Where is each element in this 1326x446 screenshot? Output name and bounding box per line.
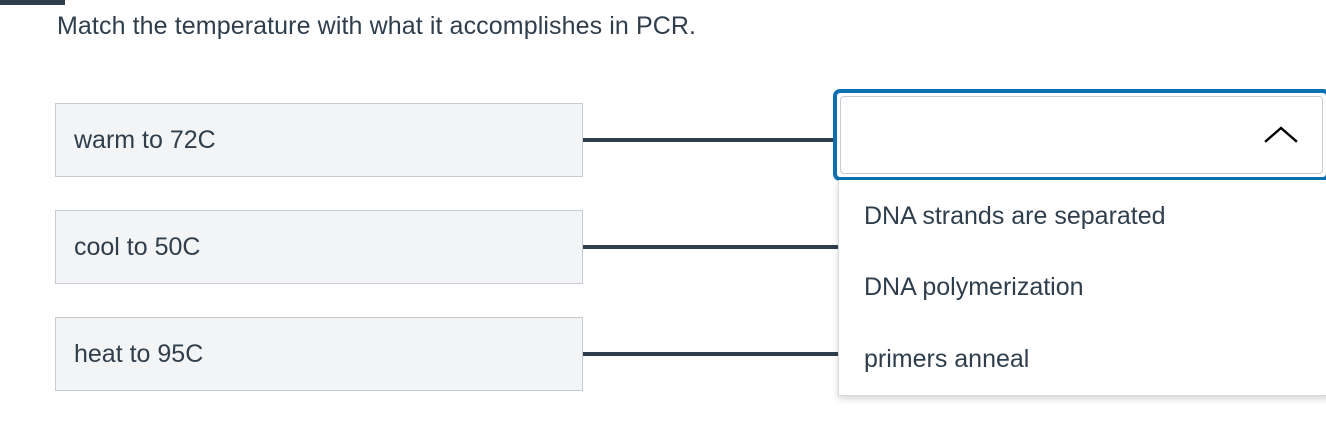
match-connector-line — [583, 245, 838, 249]
select-field[interactable] — [840, 96, 1323, 174]
select-option-label: primers anneal — [864, 344, 1030, 373]
match-term-box[interactable]: cool to 50C — [55, 210, 583, 284]
top-accent-rule — [0, 0, 65, 5]
select-option-label: DNA polymerization — [864, 272, 1084, 301]
match-answer-select[interactable] — [833, 89, 1326, 181]
select-options-panel: DNA strands are separated DNA polymeriza… — [838, 180, 1326, 396]
match-term-box[interactable]: heat to 95C — [55, 317, 583, 391]
select-option[interactable]: primers anneal — [839, 323, 1326, 394]
match-term-label: heat to 95C — [74, 340, 204, 368]
select-option-label: DNA strands are separated — [864, 201, 1166, 230]
select-option[interactable]: DNA strands are separated — [839, 180, 1326, 251]
match-term-label: cool to 50C — [74, 233, 201, 261]
page-title: Match the temperature with what it accom… — [57, 12, 697, 40]
match-connector-line — [583, 138, 838, 142]
match-connector-line — [583, 352, 838, 356]
match-term-label: warm to 72C — [74, 126, 216, 154]
select-option[interactable]: DNA polymerization — [839, 251, 1326, 322]
chevron-up-icon[interactable] — [1262, 123, 1300, 147]
match-term-box[interactable]: warm to 72C — [55, 103, 583, 177]
